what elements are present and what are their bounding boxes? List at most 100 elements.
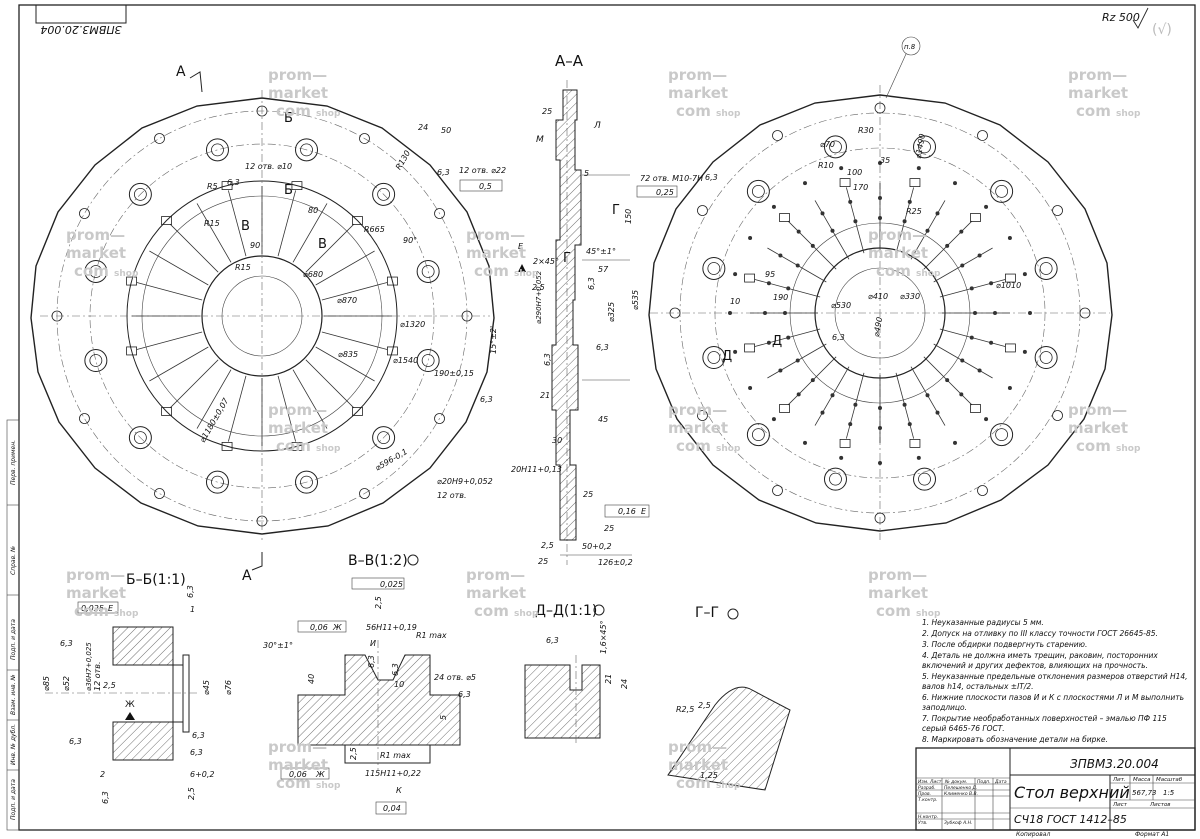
right-threaded-hole xyxy=(728,311,732,315)
left-rib-line xyxy=(196,203,232,263)
watermark-shop: shop xyxy=(1116,444,1141,454)
left-bolt-hole xyxy=(416,349,440,373)
vv-lbl-15: R1 max xyxy=(380,751,411,760)
right-small-hole xyxy=(977,130,988,141)
right-slot xyxy=(839,178,851,188)
left-small-hole xyxy=(154,133,165,144)
aa-lbl-5: 150 xyxy=(624,209,633,224)
bb-lbl-12: Ж xyxy=(125,700,135,710)
watermark-line1: prom— xyxy=(268,401,327,419)
lbl-l7: R665 xyxy=(364,225,385,234)
watermark-line1: prom— xyxy=(268,738,327,756)
right-threaded-hole xyxy=(902,402,907,407)
left-rib-line xyxy=(321,281,388,301)
right-threaded-hole xyxy=(925,393,930,398)
left-rib-line xyxy=(136,331,203,351)
bb-lbl-18: 6,3 xyxy=(101,791,110,804)
vv-lbl-3: Ж xyxy=(332,623,342,632)
bb-lbl-16: 2 xyxy=(100,770,105,779)
watermark-shop: shop xyxy=(916,609,941,619)
watermark-line2: market xyxy=(66,584,126,602)
left-rib-line xyxy=(305,359,355,409)
note-7: 6. Нижние плоскости пазов И и К с плоско… xyxy=(922,693,1184,702)
watermark-line2: market xyxy=(268,84,328,102)
dd-lbl-2: 21 xyxy=(604,674,613,684)
dd-lbl-0: 6,3 xyxy=(546,636,559,645)
front-view-left: А А Б Б В В 12 отв. ⌀10 R5 6,3 R15 90 R1… xyxy=(30,64,506,584)
right-small-hole xyxy=(772,485,783,496)
aa-lbl-4: Г xyxy=(612,203,620,218)
aa-lbl-21: 25 xyxy=(583,490,593,499)
right-slot xyxy=(744,343,756,353)
note-4: включений и других дефектов, влияющих на… xyxy=(922,661,1148,670)
watermark-line3: com xyxy=(676,774,711,792)
left-bolt-hole xyxy=(84,259,108,283)
section-gg: Г–Г R2,5 2,5 1,25 xyxy=(667,605,791,791)
right-small-hole xyxy=(772,130,783,141)
left-bolt-hole xyxy=(205,138,229,162)
right-slot xyxy=(1004,343,1016,353)
aa-lbl-10: 2,5 xyxy=(532,283,545,292)
watermark-line3: com xyxy=(474,262,509,280)
right-threaded-hole xyxy=(878,406,882,410)
left-rib-line xyxy=(149,250,209,286)
stamp-sprav: Справ. № xyxy=(10,546,17,575)
right-bolt-hole xyxy=(913,467,937,491)
left-rib-line xyxy=(315,346,375,382)
left-rib-line xyxy=(305,223,355,273)
right-threaded-hole xyxy=(848,199,853,204)
lbl-r8: 100 xyxy=(847,168,862,177)
watermark-line3: com xyxy=(276,774,311,792)
left-rib-line xyxy=(169,359,219,409)
tb-person1: Пелешенко Д. xyxy=(944,785,977,791)
right-bolt-hole xyxy=(990,423,1014,447)
watermark-line2: market xyxy=(466,584,526,602)
left-rib-line xyxy=(277,190,297,257)
right-threaded-hole xyxy=(953,440,957,445)
watermark-shop: shop xyxy=(114,269,139,279)
vv-lbl-6: 30°±1° xyxy=(263,641,293,650)
bb-lbl-13: 6,3 xyxy=(192,731,205,740)
vv-lbl-21: 0,04 xyxy=(383,804,401,813)
section-dd: Д–Д(1:1) 6,3 1,6×45° 21 24 xyxy=(524,603,629,745)
aa-lbl-23: Е xyxy=(641,507,647,516)
right-bolt-hole xyxy=(913,135,937,159)
right-small-hole xyxy=(697,410,708,421)
right-threaded-hole xyxy=(969,286,974,291)
gg-lbl-0: R2,5 xyxy=(676,705,694,714)
left-small-hole xyxy=(79,208,90,219)
lbl-l10: ⌀870 xyxy=(337,296,357,305)
vv-lbl-2: 0,06 xyxy=(310,623,328,632)
tb-razrab: Разраб. xyxy=(918,785,936,791)
watermark-shop: shop xyxy=(1116,109,1141,119)
tb-col-scale: Масштаб xyxy=(1156,777,1183,783)
bb-lbl-15: 6,3 xyxy=(69,737,82,746)
section-aa-title: А–А xyxy=(555,52,584,70)
right-threaded-hole xyxy=(1022,272,1027,277)
right-threaded-hole xyxy=(803,181,807,186)
stamp-vzam: Взам. инв. № xyxy=(10,674,17,715)
label-v-right: В xyxy=(318,237,327,252)
note-0: 1. Неуказанные радиусы 5 мм. xyxy=(922,618,1044,627)
watermark-line2: market xyxy=(268,419,328,437)
section-vv: В–В(1:2) 0,025 2,5 0,06 Ж 56H11+0,19 R1 … xyxy=(263,553,476,815)
rotated-code-text: ЗПВМ3.20.004 xyxy=(40,23,121,36)
right-slot xyxy=(909,438,921,448)
right-threaded-hole xyxy=(766,340,771,345)
lbl-r19: ⌀490 xyxy=(872,316,884,337)
left-small-hole xyxy=(434,413,445,424)
vv-lbl-10: 10 xyxy=(394,680,404,689)
vv-lbl-19: 115H11+0,22 xyxy=(365,769,421,778)
watermark-line2: market xyxy=(1068,419,1128,437)
aa-lbl-18: 45 xyxy=(598,415,608,424)
left-rib-line xyxy=(169,223,219,273)
left-bolt-hole xyxy=(128,426,152,450)
aa-lbl-27: 25 xyxy=(538,557,548,566)
roughness-mark: (√) xyxy=(1152,22,1172,38)
left-rib-line xyxy=(292,369,328,429)
bb-lbl-8: 12 отв. xyxy=(93,661,102,691)
lbl-l3: R15 xyxy=(204,219,220,228)
holes-right xyxy=(669,102,1091,524)
label-b-bottom: Б xyxy=(284,183,293,198)
watermark-line3: com xyxy=(276,102,311,120)
